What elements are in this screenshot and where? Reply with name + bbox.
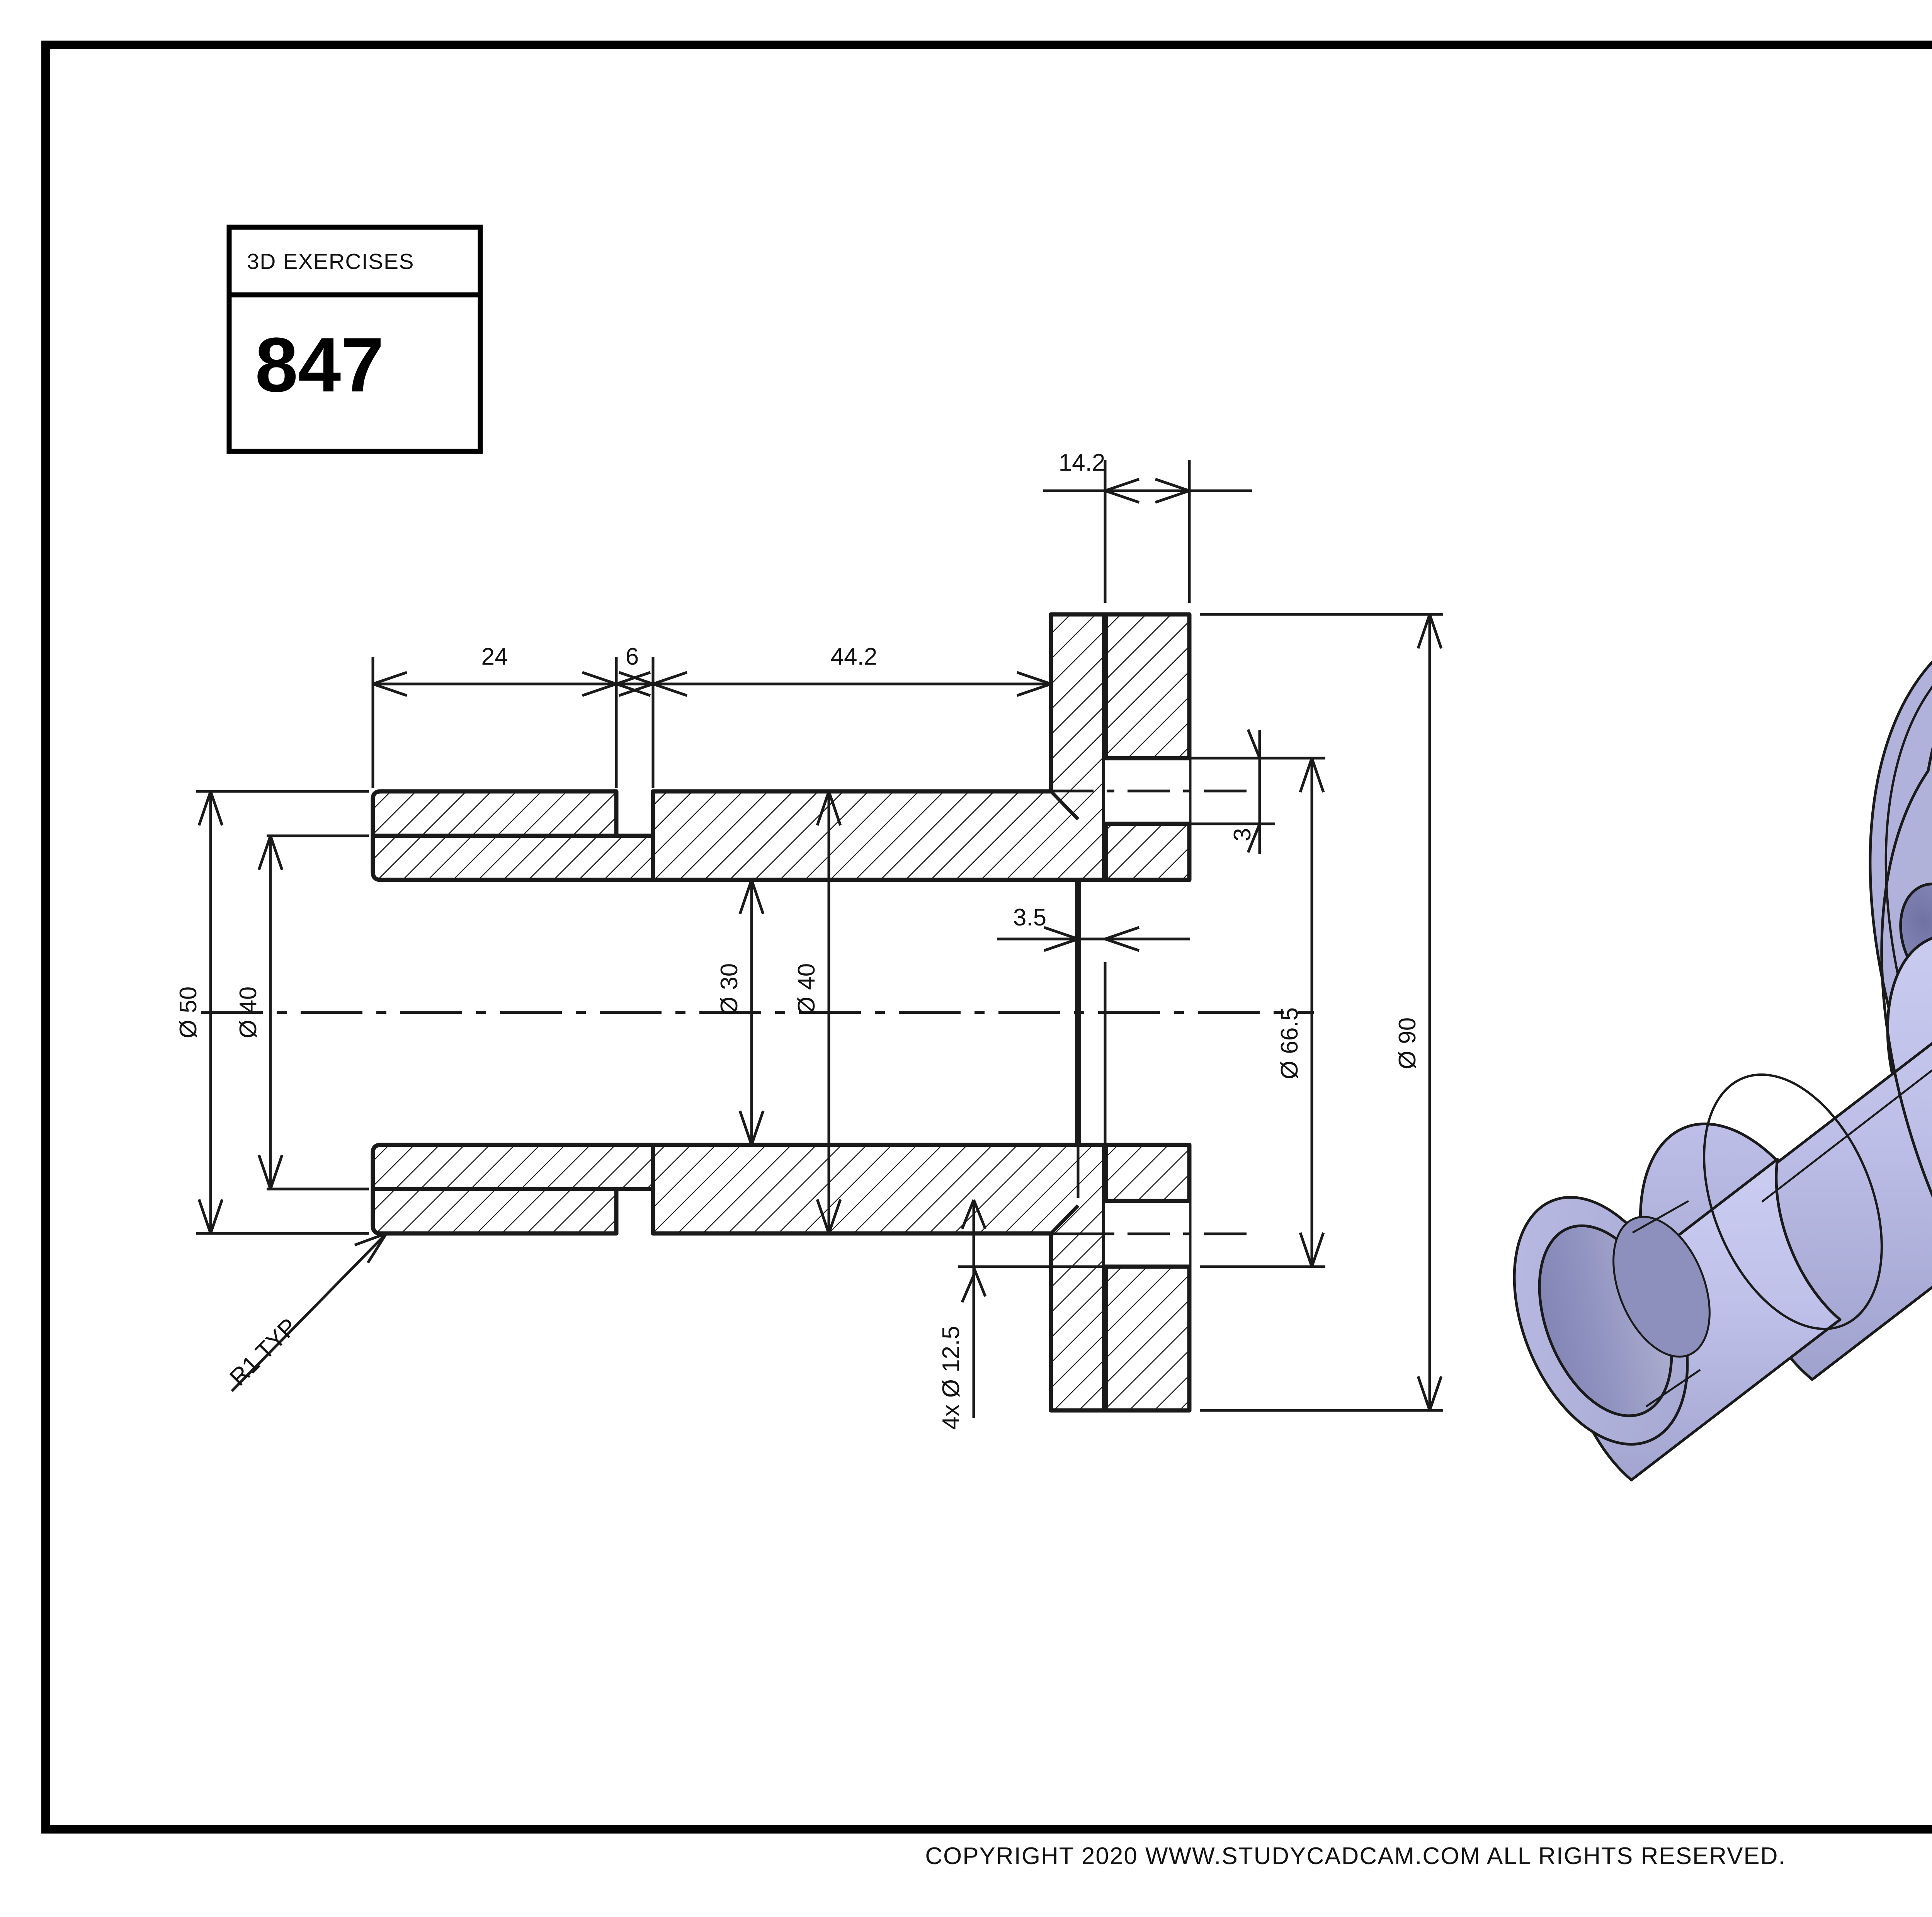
dim-text-dia90: Ø 90 — [1394, 1017, 1421, 1069]
arrow-dia66-5-bottom — [1299, 1232, 1325, 1267]
dim-text-24: 24 — [481, 643, 508, 670]
arrow-dia50-top — [197, 791, 224, 826]
section-lower-solid — [371, 1143, 1192, 1413]
arrow-dia40b-bottom — [816, 1199, 842, 1234]
arrow-dia30-top — [738, 879, 765, 915]
bore-tangent-lower — [1645, 1369, 1701, 1408]
dimension-text-layer: 14.2 24 6 44.2 Ø 50 Ø 40 Ø 30 Ø 40 3 3.5… — [175, 449, 1421, 1430]
dim-text-dia50: Ø 50 — [175, 987, 202, 1038]
bore-tangent-upper — [1632, 1200, 1689, 1234]
dim-text-44-2: 44.2 — [831, 643, 878, 670]
dim-text-3-5: 3.5 — [1013, 904, 1046, 931]
dimension-layer — [196, 460, 1443, 1418]
exercise-number: 847 — [255, 322, 384, 408]
arrow-dia40l-top — [257, 835, 284, 871]
leader-r1-typ — [231, 1232, 388, 1392]
title-block: 3D EXERCISES 847 — [226, 225, 483, 454]
footer-copyright: COPYRIGHT 2020 WWW.STUDYCADCAM.COM ALL R… — [925, 1843, 1786, 1869]
arrow-24-left — [372, 671, 408, 697]
arrow-24-right — [582, 671, 617, 697]
arrow-r1-typ — [354, 1232, 388, 1264]
arrow-6-right — [618, 671, 654, 697]
arrow-3-5-left — [1043, 926, 1079, 952]
arrow-dia40l-bottom — [257, 1154, 284, 1190]
arrow-44-2-right — [1016, 671, 1052, 697]
arrow-dia50-bottom — [197, 1199, 224, 1234]
dim-text-bolt-holes: 4x Ø 12.5 — [938, 1326, 964, 1430]
isometric-model — [1513, 613, 1932, 1482]
hub-seam — [1761, 1070, 1932, 1203]
arrow-dia66-5-top — [1299, 757, 1325, 793]
arrow-dia30-bottom — [738, 1110, 765, 1146]
sleeve-bore-inner — [1612, 1216, 1711, 1358]
hub-flange-chamfer-lower — [1049, 1204, 1080, 1235]
hub-flange-chamfer-upper — [1049, 790, 1080, 821]
dim-text-6: 6 — [626, 643, 639, 670]
title-block-number-cell — [226, 292, 483, 454]
arrow-bolt-hole-a — [961, 1267, 987, 1303]
exercise-category-label: 3D EXERCISES — [247, 249, 414, 274]
arrow-dia90-bottom — [1417, 1376, 1443, 1411]
dim-text-14-2: 14.2 — [1059, 449, 1105, 476]
section-view — [201, 612, 1314, 1413]
arrow-14-2-right — [1155, 478, 1190, 504]
sheet-border — [41, 41, 1932, 1834]
arrow-bolt-hole-b — [961, 1199, 987, 1230]
dim-text-dia40-bore: Ø 40 — [793, 963, 820, 1015]
arrow-3-pair — [1247, 729, 1261, 853]
dim-text-r1-typ: R1 TYP — [224, 1313, 302, 1391]
dim-text-dia40-left: Ø 40 — [235, 987, 262, 1038]
dim-text-dia30: Ø 30 — [716, 963, 743, 1015]
arrow-dia90-top — [1417, 614, 1443, 649]
hub-step-ring — [1703, 1073, 1883, 1330]
dim-text-dia66-5: Ø 66.5 — [1276, 1007, 1303, 1079]
arrow-14-2-left — [1104, 478, 1140, 504]
arrow-dia40b-top — [816, 791, 842, 826]
arrow-44-2-left — [652, 671, 688, 697]
dim-text-3: 3 — [1229, 828, 1256, 841]
arrow-3-5-right — [1104, 926, 1140, 952]
